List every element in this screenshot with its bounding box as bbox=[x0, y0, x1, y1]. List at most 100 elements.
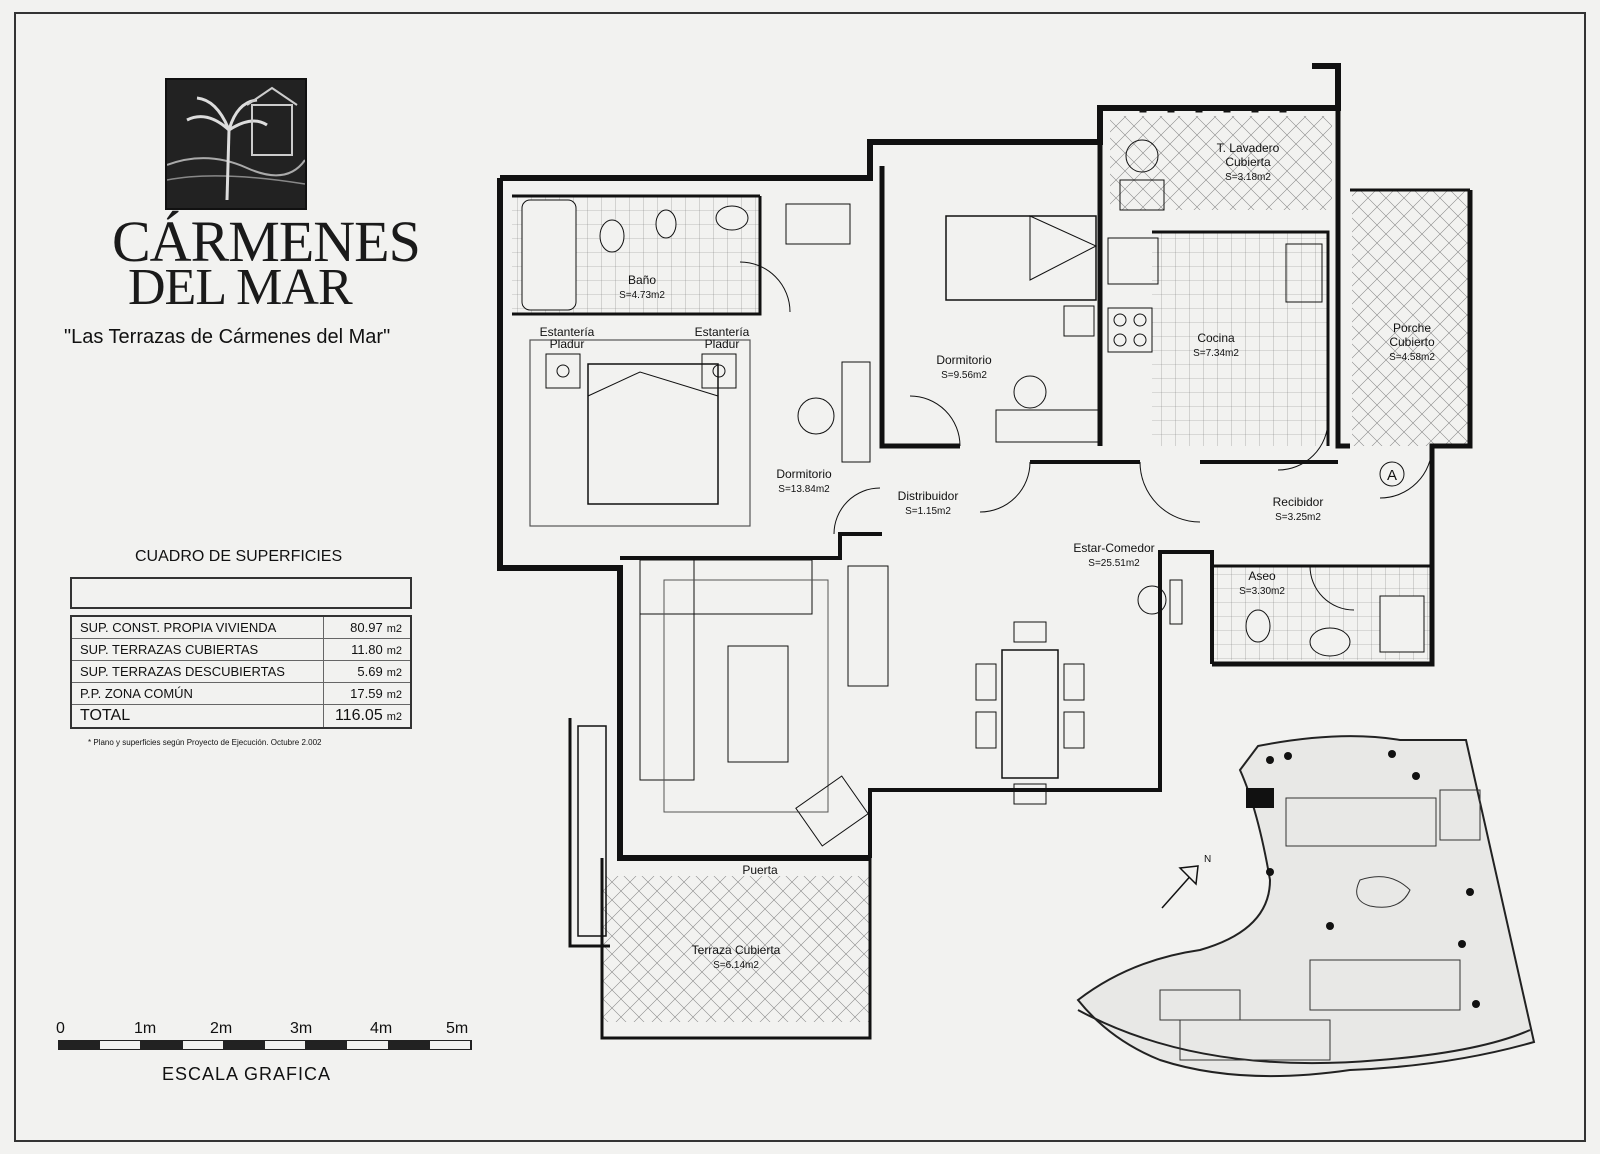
round-table-icon bbox=[797, 397, 835, 435]
cooktop-icon bbox=[1107, 307, 1153, 353]
porch-floor bbox=[1352, 190, 1470, 446]
scale-title: ESCALA GRAFICA bbox=[162, 1064, 332, 1084]
dining-chairs bbox=[975, 621, 1085, 805]
shelf-sub-1: Pladur bbox=[550, 337, 585, 351]
room-area-recibidor: S=3.25m2 bbox=[1275, 512, 1321, 523]
desk-icon bbox=[1169, 579, 1183, 625]
washing-machine-icon bbox=[1125, 139, 1159, 173]
scale-tick-label: 2m bbox=[210, 1020, 233, 1037]
room-area-bano: S=4.73m2 bbox=[619, 290, 665, 301]
entry-marker-icon bbox=[1379, 461, 1405, 487]
entry-marker-label: A bbox=[1387, 467, 1397, 484]
surfaces-table-title: CUADRO DE SUPERFICIES bbox=[135, 548, 343, 565]
room-label-aseo: Aseo bbox=[1248, 569, 1276, 583]
room-area-lavadero: S=3.18m2 bbox=[1225, 172, 1271, 183]
room-area-terraza: S=6.14m2 bbox=[713, 960, 759, 971]
scale-tick-label: 1m bbox=[134, 1020, 157, 1037]
room-area-dormitorio-2: S=9.56m2 bbox=[941, 370, 987, 381]
armchair-icon bbox=[795, 775, 869, 847]
room-labels: Baño S=4.73m2 Estantería Pladur Estanter… bbox=[540, 141, 1436, 971]
living-rug bbox=[663, 579, 829, 813]
unit-location-marker bbox=[1246, 788, 1274, 808]
room-label-estar-comedor: Estar-Comedor bbox=[1073, 541, 1154, 555]
kitchen-floor bbox=[1152, 232, 1328, 446]
shelf-label-2: Estantería bbox=[695, 325, 750, 339]
subtitle: "Las Terrazas de Cármenes del Mar" bbox=[64, 326, 391, 348]
sheet-border bbox=[14, 12, 1586, 1142]
room-area-estar-comedor: S=25.51m2 bbox=[1088, 558, 1140, 569]
sideboard-icon bbox=[847, 565, 889, 687]
bathtub-icon bbox=[521, 199, 577, 311]
scale-tick-label: 5m bbox=[446, 1020, 469, 1037]
toilet-icon bbox=[599, 219, 625, 253]
single-bed-icon bbox=[945, 215, 1097, 301]
site-plan-map: N bbox=[1076, 735, 1536, 1078]
room-label-distribuidor: Distribuidor bbox=[898, 489, 959, 503]
laundry-floor bbox=[1110, 116, 1332, 210]
dining-table-icon bbox=[1001, 649, 1059, 779]
nightstand-icon bbox=[545, 353, 581, 389]
laundry-sink-icon bbox=[1119, 179, 1165, 211]
north-label: N bbox=[1204, 854, 1211, 865]
double-bed-icon bbox=[587, 363, 719, 505]
tree-icons bbox=[1266, 750, 1480, 1008]
room-label-dormitorio-2: Dormitorio bbox=[936, 353, 992, 367]
shelf-label-1: Estantería bbox=[540, 325, 595, 339]
laundry-railing bbox=[1139, 105, 1287, 113]
shower-icon bbox=[1379, 595, 1425, 653]
room-sub-porche: Cubierto bbox=[1389, 335, 1435, 349]
room-label-bano: Baño bbox=[628, 273, 656, 287]
north-arrow-icon bbox=[1161, 865, 1199, 909]
scale-tick-label: 0 bbox=[56, 1020, 65, 1037]
wardrobe-icon bbox=[841, 361, 871, 463]
row-label: SUP. CONST. PROPIA VIVIENDA bbox=[71, 616, 324, 639]
bedroom-rug bbox=[529, 339, 751, 527]
row-label: SUP. TERRAZAS DESCUBIERTAS bbox=[71, 660, 324, 683]
person-icon bbox=[1137, 585, 1167, 615]
door-swings bbox=[739, 261, 1433, 611]
bidet-icon bbox=[655, 209, 677, 239]
row-label: P.P. ZONA COMÚN bbox=[71, 682, 324, 705]
nightstand-icon bbox=[1063, 305, 1095, 337]
logo-emblem bbox=[165, 78, 307, 210]
room-area-aseo: S=3.30m2 bbox=[1239, 586, 1285, 597]
room-label-recibidor: Recibidor bbox=[1273, 495, 1324, 509]
scale-tick-label: 4m bbox=[370, 1020, 393, 1037]
room-label-dormitorio-1: Dormitorio bbox=[776, 467, 832, 481]
palm-tree-logo-icon bbox=[167, 86, 305, 201]
row-label: SUP. TERRAZAS CUBIERTAS bbox=[71, 638, 324, 661]
brand-line-1: CÁRMENES bbox=[112, 209, 421, 274]
total-label: TOTAL bbox=[71, 704, 324, 729]
door-label-puerta: Puerta bbox=[742, 863, 778, 877]
toilet-icon bbox=[1245, 609, 1271, 643]
terrace-floor bbox=[602, 876, 870, 1022]
room-label-lavadero: T. Lavadero bbox=[1217, 141, 1280, 155]
room-area-dormitorio-1: S=13.84m2 bbox=[778, 484, 830, 495]
desk-icon bbox=[995, 409, 1101, 443]
blank-header-box bbox=[70, 577, 412, 609]
fridge-icon bbox=[1107, 237, 1159, 285]
closet-icon bbox=[785, 203, 851, 245]
person-icon bbox=[1013, 375, 1047, 409]
scale-bar bbox=[58, 1040, 472, 1050]
room-label-porche: Porche bbox=[1393, 321, 1431, 335]
room-sub-lavadero: Cubierta bbox=[1225, 155, 1271, 169]
shelf-sub-2: Pladur bbox=[705, 337, 740, 351]
footnote: * Plano y superficies según Proyecto de … bbox=[88, 738, 322, 747]
sink-icon bbox=[715, 205, 749, 231]
nightstand-icon bbox=[701, 353, 737, 389]
room-area-distribuidor: S=1.15m2 bbox=[905, 506, 951, 517]
room-area-cocina: S=7.34m2 bbox=[1193, 348, 1239, 359]
